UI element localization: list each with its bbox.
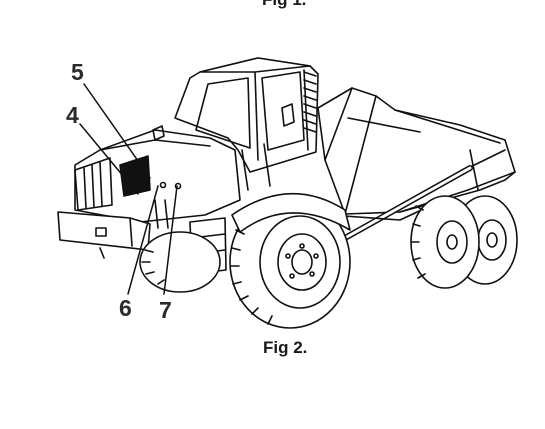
cab — [174, 57, 319, 191]
rear-wheel-1 — [410, 195, 480, 289]
front-wheel-left — [139, 231, 221, 293]
front-wheel-right — [229, 195, 351, 329]
callout-4: 4 — [66, 102, 79, 128]
dump-body — [317, 87, 516, 215]
callout-leaders — [79, 83, 178, 295]
callout-5: 5 — [71, 59, 84, 85]
leader-4 — [79, 123, 139, 195]
front-fender — [231, 192, 351, 233]
leader-6 — [127, 185, 159, 295]
figure-1-caption: Fig 1. — [262, 0, 306, 10]
leader-5 — [83, 83, 151, 179]
leader-7 — [163, 185, 178, 295]
figure-caption: Fig 2. — [263, 338, 308, 357]
callout-6: 6 — [119, 295, 132, 321]
engine-hood — [74, 125, 241, 229]
callout-7: 7 — [159, 297, 172, 323]
front-bumper — [57, 211, 151, 259]
